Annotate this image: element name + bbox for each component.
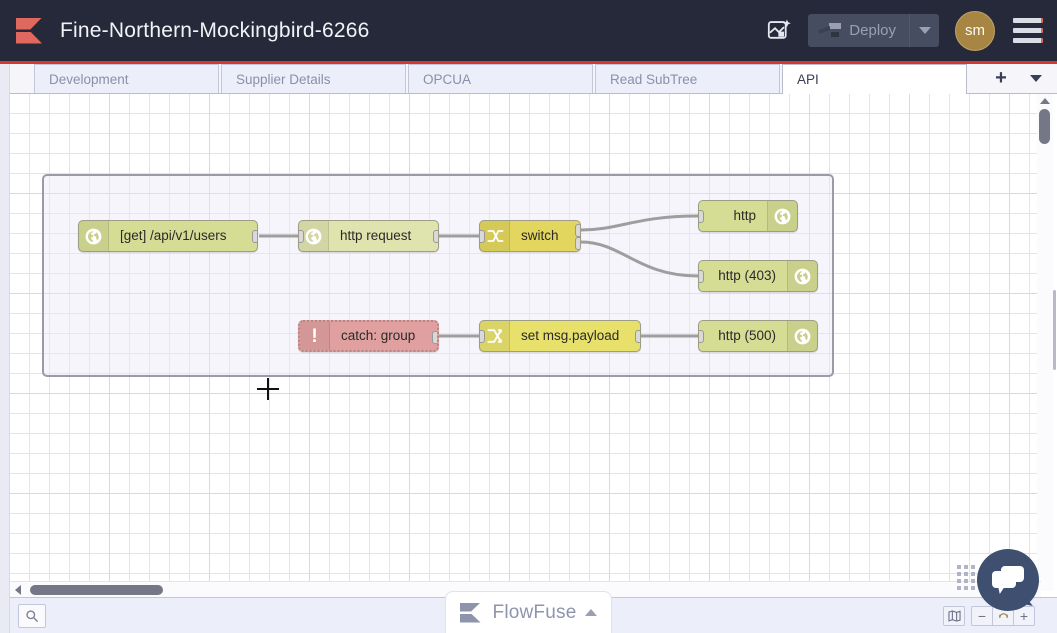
node-label: set msg.payload: [521, 328, 620, 344]
flowfuse-logo-mark-icon: [459, 602, 484, 624]
node-label: http (500): [718, 328, 776, 344]
node-input-port[interactable]: [699, 270, 704, 283]
tab-supplier-details[interactable]: Supplier Details: [221, 64, 406, 93]
node-http-in[interactable]: [get] /api/v1/users: [78, 220, 258, 252]
map-icon: [947, 610, 961, 622]
node-change-set-payload[interactable]: set msg.payload: [479, 320, 641, 352]
tab-label: API: [797, 71, 819, 87]
node-output-port-2[interactable]: [575, 237, 580, 250]
node-output-port[interactable]: [635, 330, 640, 343]
node-input-port[interactable]: [480, 230, 485, 243]
app-header: Fine-Northern-Mockingbird-6266 Deploy: [0, 0, 1057, 61]
node-label: http request: [340, 228, 412, 244]
flow-tab-bar: Development Supplier Details OPCUA Read …: [10, 64, 1057, 94]
deploy-dropdown-button[interactable]: [909, 14, 939, 47]
left-rail: [0, 64, 10, 633]
zoom-button-group: − +: [971, 606, 1035, 626]
flow-canvas[interactable]: [get] /api/v1/users http request s: [10, 94, 1041, 591]
deploy-button-group[interactable]: Deploy: [808, 14, 939, 47]
tab-bar-actions: +: [981, 64, 1057, 93]
globe-icon: [787, 261, 817, 291]
canvas-vertical-scrollbar[interactable]: [1037, 94, 1053, 591]
scroll-left-icon[interactable]: [15, 585, 21, 595]
zoom-reset-icon: [998, 612, 1008, 618]
deploy-icon: [819, 23, 842, 38]
chat-bubbles-glyph: [992, 566, 1024, 594]
tab-label: Development: [49, 71, 129, 87]
node-output-port[interactable]: [252, 230, 257, 243]
globe-icon: [787, 321, 817, 351]
tab-api[interactable]: API: [782, 64, 967, 94]
zoom-out-button[interactable]: −: [971, 606, 993, 626]
node-http-request[interactable]: http request: [298, 220, 439, 252]
node-http-response[interactable]: http: [698, 200, 798, 232]
node-label: http (403): [718, 268, 776, 284]
globe-icon: [299, 221, 329, 251]
node-label: switch: [521, 228, 559, 244]
tab-read-subtree[interactable]: Read SubTree: [595, 64, 780, 93]
chevron-up-icon[interactable]: [585, 609, 598, 616]
chat-bubble-icon[interactable]: [977, 549, 1039, 611]
exclamation-icon: !: [300, 322, 330, 350]
tab-development[interactable]: Development: [34, 64, 219, 93]
globe-icon: [767, 201, 797, 231]
accent-divider: [0, 61, 1057, 64]
tab-list-button[interactable]: [1021, 64, 1051, 93]
tab-opcua[interactable]: OPCUA: [408, 64, 593, 93]
scroll-up-icon[interactable]: [1040, 98, 1050, 104]
sidebar-resize-handle[interactable]: [1053, 290, 1056, 370]
deploy-button-label: Deploy: [849, 22, 896, 39]
tab-label: Supplier Details: [236, 71, 331, 87]
deploy-button[interactable]: Deploy: [808, 14, 909, 47]
node-output-port[interactable]: [433, 230, 438, 243]
node-http-response-500[interactable]: http (500): [698, 320, 818, 352]
node-http-response-403[interactable]: http (403): [698, 260, 818, 292]
tab-label: OPCUA: [423, 71, 472, 87]
chevron-down-icon: [918, 27, 931, 34]
vertical-scroll-thumb[interactable]: [1039, 109, 1050, 144]
node-output-port[interactable]: [432, 331, 437, 344]
search-input[interactable]: [18, 603, 46, 628]
change-icon: [480, 321, 510, 351]
tab-label: Read SubTree: [610, 71, 698, 87]
add-flow-icon[interactable]: +: [995, 67, 1007, 89]
node-label: [get] /api/v1/users: [120, 228, 227, 244]
switch-icon: [480, 221, 510, 251]
node-label: http: [733, 208, 756, 224]
node-label: catch: group: [341, 328, 416, 344]
page-title: Fine-Northern-Mockingbird-6266: [60, 18, 370, 42]
globe-icon: [79, 221, 109, 251]
node-catch[interactable]: ! catch: group: [298, 320, 439, 352]
drag-handle-dots[interactable]: [957, 565, 975, 590]
node-input-port[interactable]: [699, 330, 704, 343]
node-input-port[interactable]: [299, 230, 304, 243]
chevron-down-icon: [1030, 75, 1042, 82]
flowfuse-brand-badge[interactable]: FlowFuse: [445, 591, 612, 633]
avatar[interactable]: sm: [955, 10, 995, 51]
node-input-port[interactable]: [480, 330, 485, 343]
zoom-controls: − +: [943, 606, 1035, 626]
brand-name: FlowFuse: [492, 601, 577, 623]
navigator-toggle-button[interactable]: [943, 606, 965, 626]
flowfuse-logo-mark-icon: [16, 17, 46, 45]
ai-assistant-icon[interactable]: [758, 10, 800, 52]
hamburger-menu-icon[interactable]: [1013, 18, 1043, 43]
canvas-horizontal-scrollbar[interactable]: [10, 581, 1041, 597]
node-output-port-1[interactable]: [575, 224, 580, 237]
header-actions: Deploy sm: [758, 10, 1057, 52]
node-switch[interactable]: switch: [479, 220, 581, 252]
crosshair-cursor: [257, 378, 279, 400]
horizontal-scroll-thumb[interactable]: [30, 585, 163, 595]
node-input-port[interactable]: [699, 210, 704, 223]
search-icon: [26, 609, 38, 622]
